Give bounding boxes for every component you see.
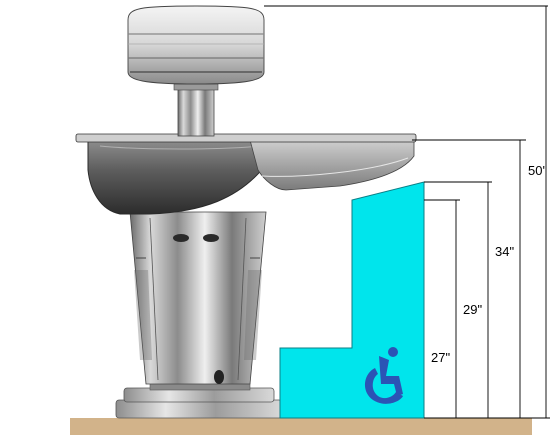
- dimension-label-27: 27": [431, 350, 450, 365]
- faucet-dome: [127, 5, 265, 85]
- floor-slab: [70, 418, 532, 435]
- dimension-label-34: 34": [495, 244, 514, 259]
- column-vent-right: [203, 234, 219, 242]
- sink-rim: [75, 133, 417, 143]
- pedestal-column: [129, 211, 267, 385]
- sink-bowl: [87, 139, 269, 215]
- column-access-port: [214, 370, 224, 384]
- dimension-label-29: 29": [463, 302, 482, 317]
- dimension-label-50: 50': [528, 163, 545, 178]
- accessible-wheelchair-icon: [364, 347, 403, 404]
- column-vent-left: [173, 234, 189, 242]
- pedestal-base: [115, 381, 283, 419]
- dimension-lines: [264, 5, 550, 419]
- center-post: [173, 83, 219, 137]
- sink-deck-shelf: [249, 139, 415, 191]
- ada-clearance-panel: [279, 181, 425, 419]
